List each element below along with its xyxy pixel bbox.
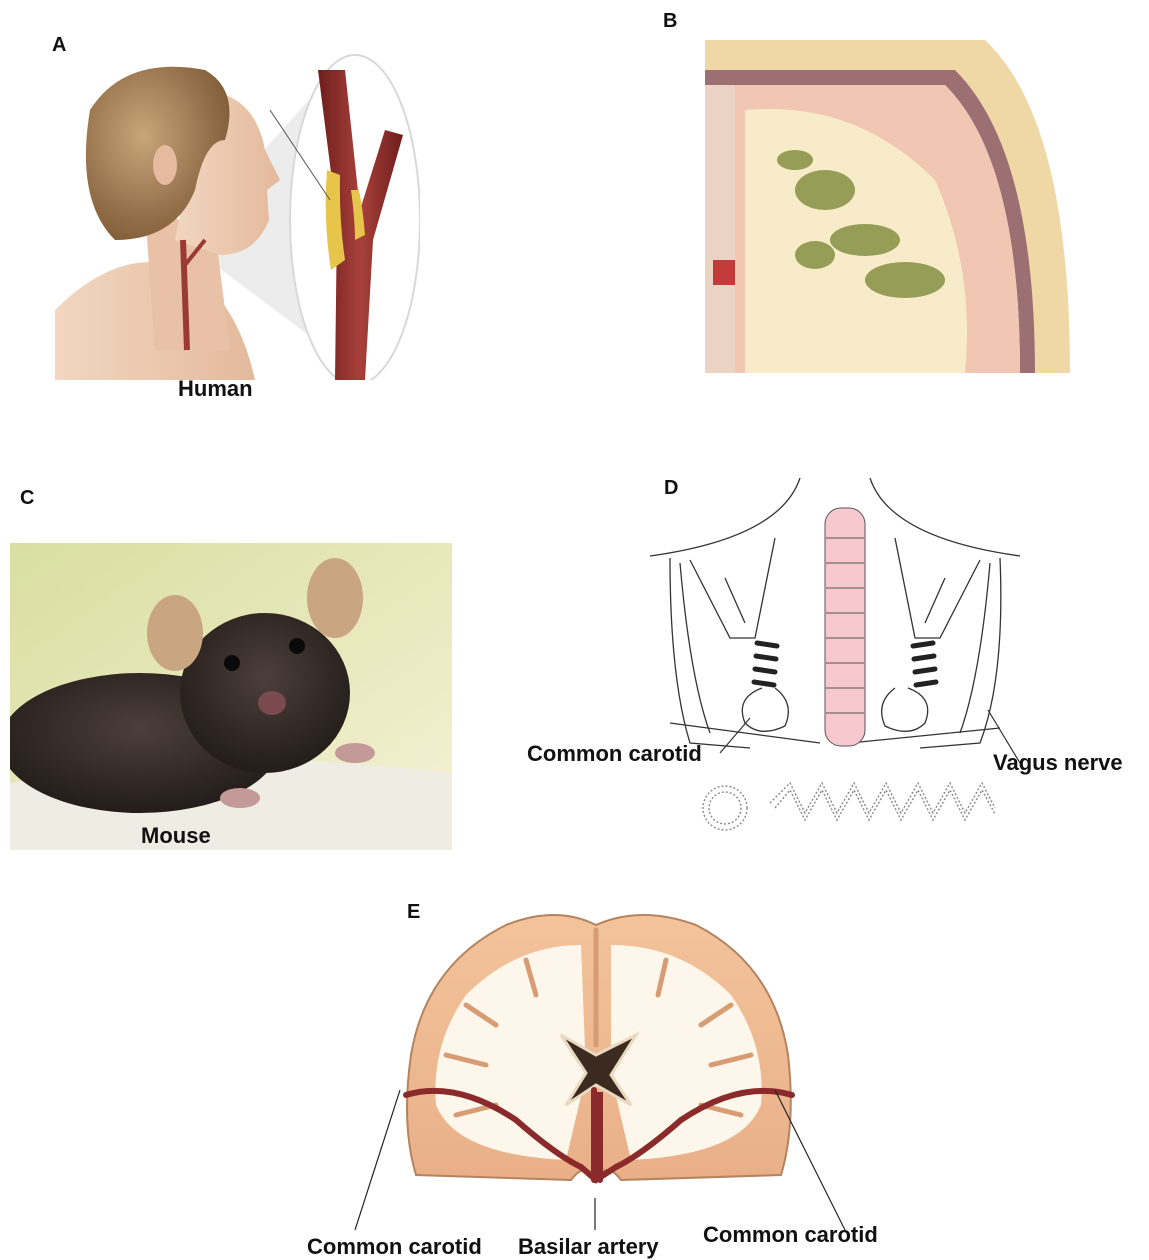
panel-d-vagus-nerve-label: Vagus nerve xyxy=(993,750,1123,776)
human-carotid-illustration xyxy=(55,50,420,380)
brain-lesion-illustration xyxy=(705,40,1070,373)
panel-b-letter: B xyxy=(663,10,677,33)
panel-a-caption: Human xyxy=(178,376,253,402)
panel-d-common-carotid-label: Common carotid xyxy=(527,741,702,767)
panel-c-caption: Mouse xyxy=(141,823,211,849)
panel-c-letter: C xyxy=(20,487,34,510)
panel-e-pointer-lines xyxy=(350,1080,890,1240)
panel-e-right-common-carotid-label: Common carotid xyxy=(703,1222,878,1248)
carotid-ligation-schematic xyxy=(650,478,1020,843)
panel-e-left-common-carotid-label: Common carotid xyxy=(307,1234,482,1260)
panel-e-basilar-artery-label: Basilar artery xyxy=(518,1234,659,1260)
mouse-photo xyxy=(10,543,452,850)
